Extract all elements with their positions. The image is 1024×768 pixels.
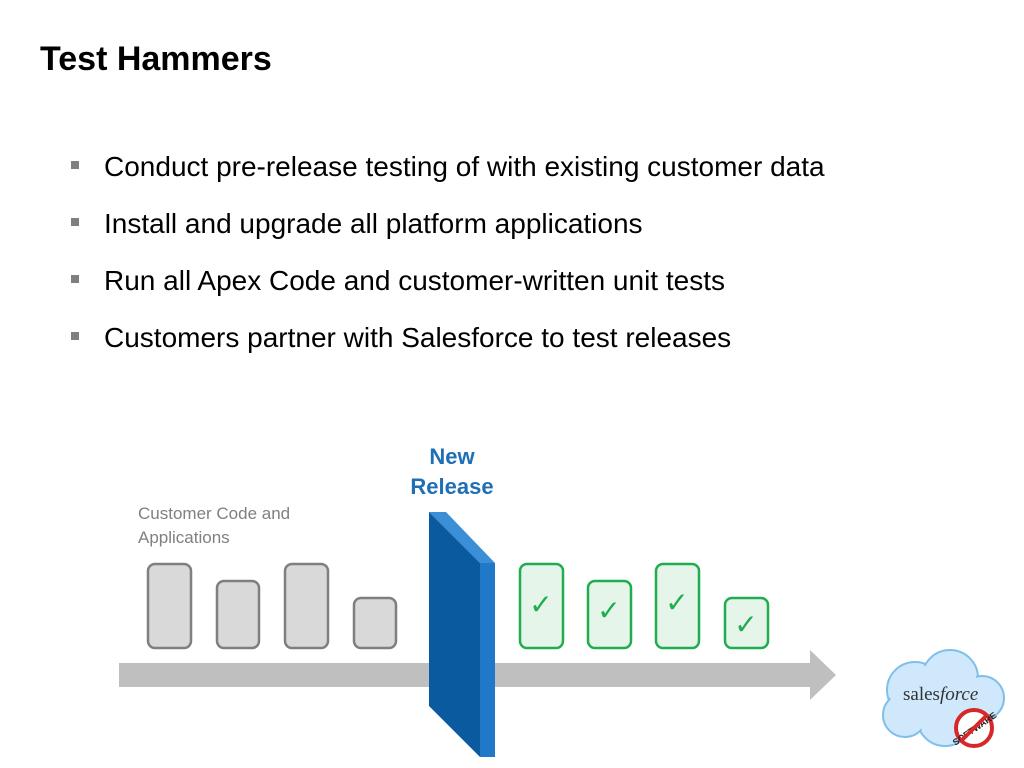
bullet-item: Install and upgrade all platform applica… [68, 199, 948, 248]
bullet-square-icon [71, 332, 79, 340]
bullet-item: Run all Apex Code and customer-written u… [68, 256, 948, 305]
bullet-text: Customers partner with Salesforce to tes… [104, 322, 732, 353]
release-wall-top [429, 512, 495, 563]
customer-app-box [352, 596, 398, 650]
passed-app-box [723, 596, 770, 650]
bullet-item: Conduct pre-release testing of with exis… [68, 142, 948, 191]
logo-text-sales: sales [903, 684, 940, 705]
passed-app-box [654, 562, 701, 650]
passed-app-box [586, 579, 633, 650]
customer-app-box [283, 562, 330, 650]
arrow-head-icon [810, 650, 836, 700]
bullet-text: Run all Apex Code and customer-written u… [104, 265, 725, 296]
svg-text:salesforce: salesforce [903, 684, 978, 705]
checkmark-icon: ✓ [665, 586, 688, 619]
customer-app-box [146, 562, 193, 650]
bullet-text: Install and upgrade all platform applica… [104, 208, 643, 239]
slide-title: Test Hammers [40, 40, 272, 78]
new-release-label: New Release [410, 444, 494, 499]
passed-app-box [518, 562, 565, 650]
timeline-arrow-left [119, 663, 453, 687]
bullet-list: Conduct pre-release testing of with exis… [68, 142, 948, 370]
bullet-square-icon [71, 218, 79, 226]
customer-app-box [215, 579, 261, 650]
bullet-item: Customers partner with Salesforce to tes… [68, 313, 948, 362]
checkmark-icon: ✓ [597, 594, 620, 627]
release-wall-side [480, 563, 495, 757]
salesforce-logo: salesforce SOFTWARE [882, 649, 1005, 748]
timeline-arrow-right [490, 663, 810, 687]
release-wall-front [429, 512, 480, 757]
customer-code-label: Customer Code and Applications [138, 504, 291, 547]
logo-text-force: force [940, 684, 978, 705]
bullet-square-icon [71, 275, 79, 283]
checkmark-icon: ✓ [734, 608, 757, 641]
bullet-square-icon [71, 161, 79, 169]
checkmark-icon: ✓ [529, 588, 552, 621]
bullet-text: Conduct pre-release testing of with exis… [104, 151, 825, 182]
